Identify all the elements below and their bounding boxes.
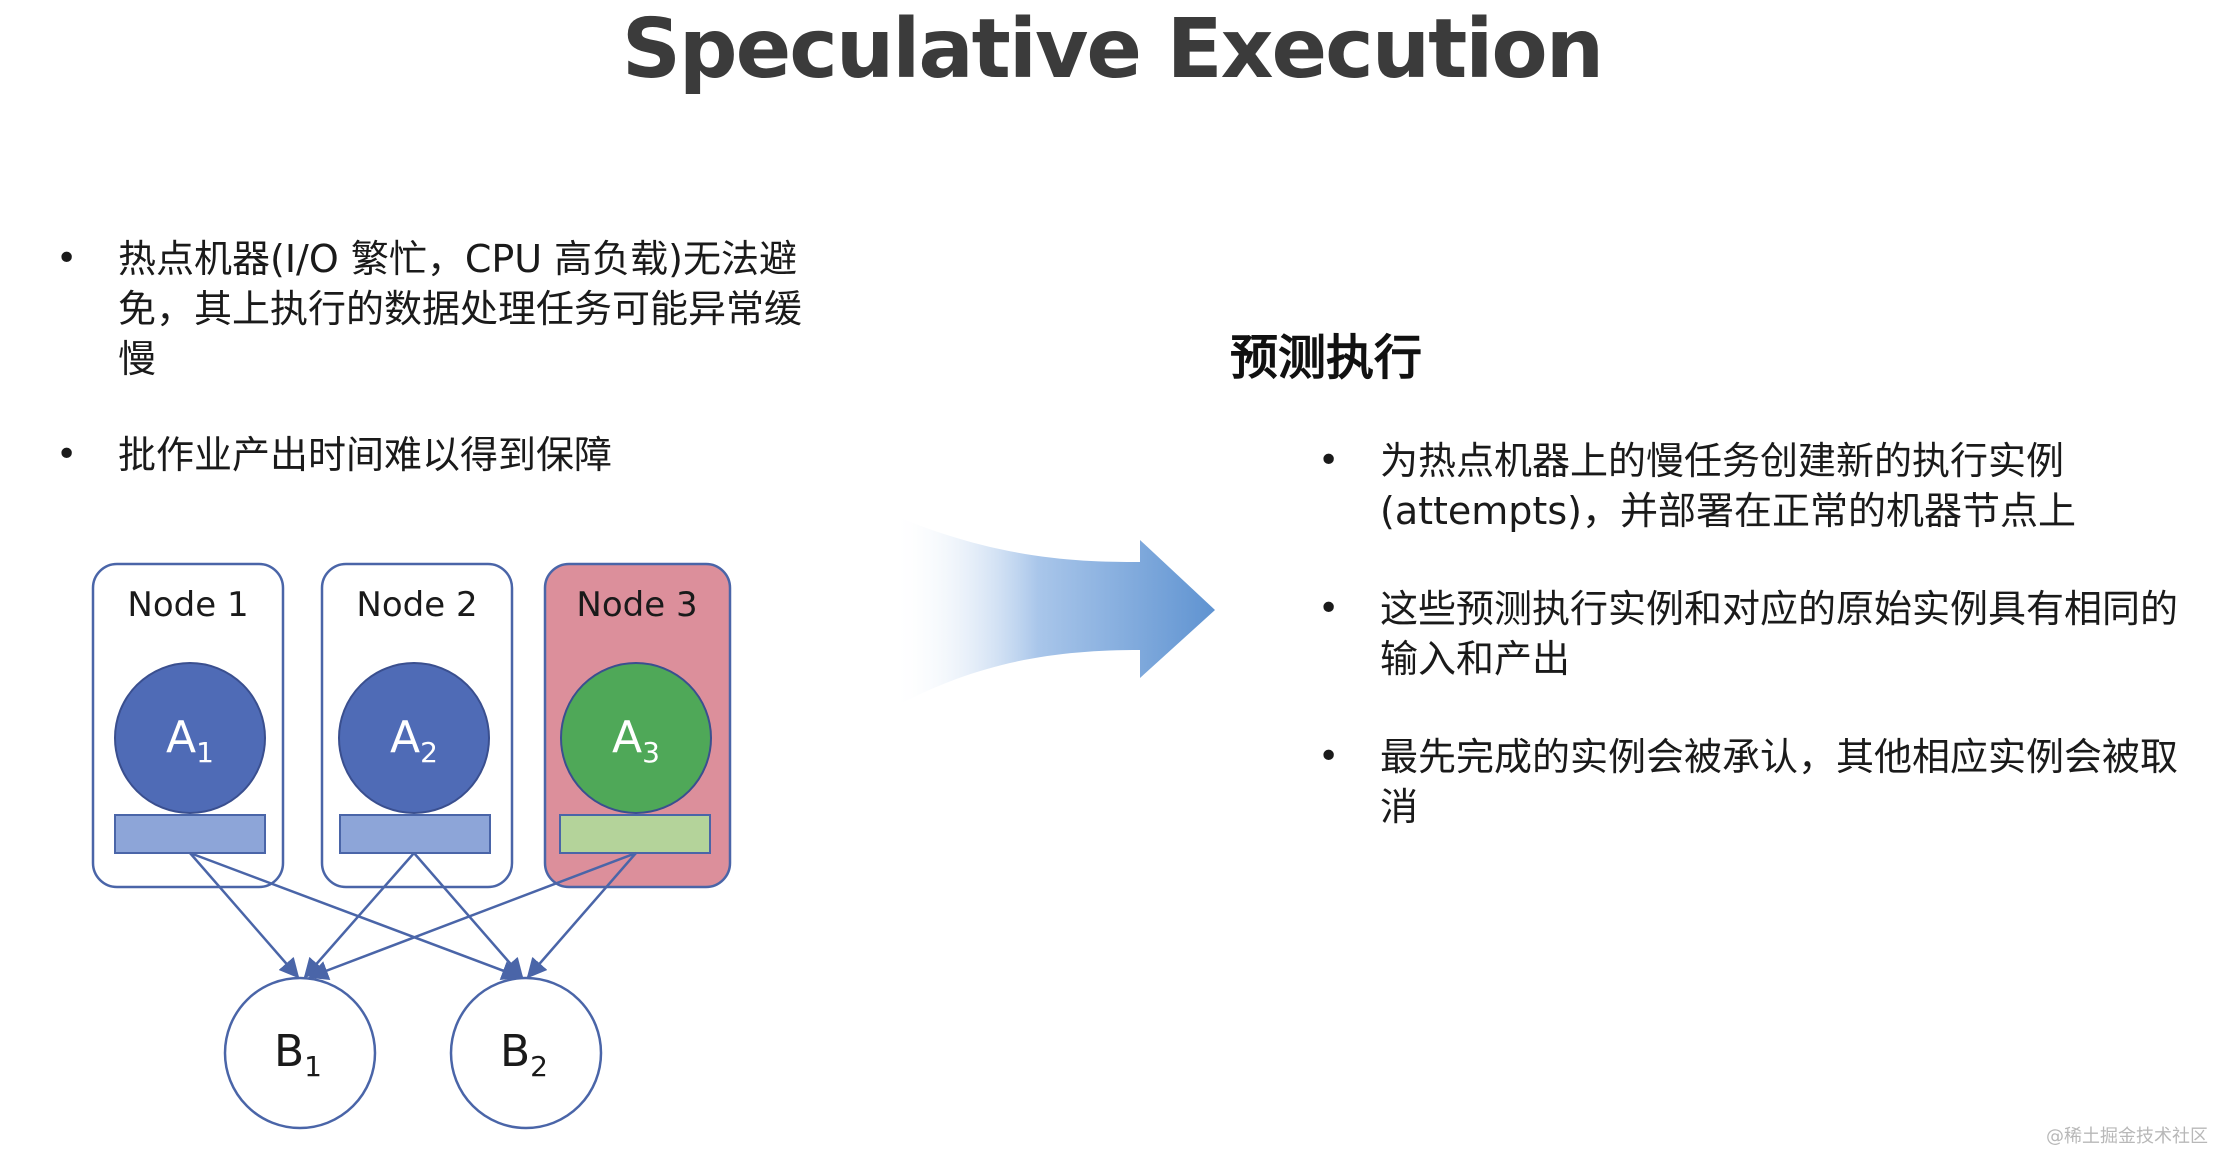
bullet-dot: • xyxy=(56,434,78,475)
page-title: Speculative Execution xyxy=(621,2,1604,97)
task-b1-label: B1 xyxy=(274,1026,322,1083)
left-bullet-item: • 批作业产出时间难以得到保障 xyxy=(56,430,836,480)
task-b2-label: B2 xyxy=(500,1026,548,1083)
task-a1-label: A1 xyxy=(166,712,214,769)
task-a1-circle xyxy=(114,662,266,814)
task-a2-circle xyxy=(338,662,490,814)
right-bullet-item: • 这些预测执行实例和对应的原始实例具有相同的输入和产出 xyxy=(1318,584,2198,684)
shuffle-arrow xyxy=(308,851,637,980)
task-subscript: 1 xyxy=(304,1050,322,1083)
bullet-dot: • xyxy=(56,238,78,279)
task-letter: A xyxy=(612,712,642,763)
bullet-dot: • xyxy=(1318,736,1340,777)
bullet-dot: • xyxy=(1318,588,1340,629)
left-bullet-text: 热点机器(I/O 繁忙，CPU 高负载)无法避免，其上执行的数据处理任务可能异常… xyxy=(118,237,803,381)
task-b1-circle xyxy=(223,976,377,1130)
left-bullet-list: • 热点机器(I/O 繁忙，CPU 高负载)无法避免，其上执行的数据处理任务可能… xyxy=(56,234,836,526)
right-bullet-list: • 为热点机器上的慢任务创建新的执行实例(attempts)，并部署在正常的机器… xyxy=(1318,436,2198,880)
node-label-2: Node 2 xyxy=(356,585,477,625)
task-a3-circle xyxy=(560,662,712,814)
shuffle-arrow xyxy=(526,852,637,979)
right-bullet-item: • 为热点机器上的慢任务创建新的执行实例(attempts)，并部署在正常的机器… xyxy=(1318,436,2198,536)
flow-arrow-icon xyxy=(893,515,1215,708)
output-bar-2 xyxy=(339,814,491,854)
right-heading: 预测执行 xyxy=(1230,330,1423,386)
right-bullet-text: 这些预测执行实例和对应的原始实例具有相同的输入和产出 xyxy=(1380,587,2179,681)
shuffle-arrow xyxy=(303,852,415,979)
bullet-dot: • xyxy=(1318,440,1340,481)
left-bullet-text: 批作业产出时间难以得到保障 xyxy=(118,433,613,477)
right-bullet-text: 最先完成的实例会被承认，其他相应实例会被取消 xyxy=(1380,735,2179,829)
right-bullet-item: • 最先完成的实例会被承认，其他相应实例会被取消 xyxy=(1318,732,2198,832)
task-subscript: 2 xyxy=(530,1050,548,1083)
left-bullet-item: • 热点机器(I/O 繁忙，CPU 高负载)无法避免，其上执行的数据处理任务可能… xyxy=(56,234,836,384)
shuffle-arrow xyxy=(413,852,524,979)
right-bullet-text: 为热点机器上的慢任务创建新的执行实例(attempts)，并部署在正常的机器节点… xyxy=(1380,439,2076,533)
task-letter: A xyxy=(166,712,196,763)
watermark: @稀土掘金技术社区 xyxy=(2046,1126,2208,1147)
output-bar-3 xyxy=(559,814,711,854)
task-subscript: 1 xyxy=(196,736,214,769)
node-label-1: Node 1 xyxy=(127,585,248,625)
task-letter: A xyxy=(390,712,420,763)
task-a3-label: A3 xyxy=(612,712,660,769)
task-letter: B xyxy=(500,1026,530,1077)
task-subscript: 3 xyxy=(642,736,660,769)
task-b2-circle xyxy=(449,976,603,1130)
shuffle-arrow xyxy=(189,852,300,979)
task-a2-label: A2 xyxy=(390,712,438,769)
task-subscript: 2 xyxy=(420,736,438,769)
output-bar-1 xyxy=(114,814,266,854)
task-letter: B xyxy=(274,1026,304,1077)
shuffle-arrow xyxy=(189,851,522,981)
node-label-3: Node 3 xyxy=(576,585,697,625)
